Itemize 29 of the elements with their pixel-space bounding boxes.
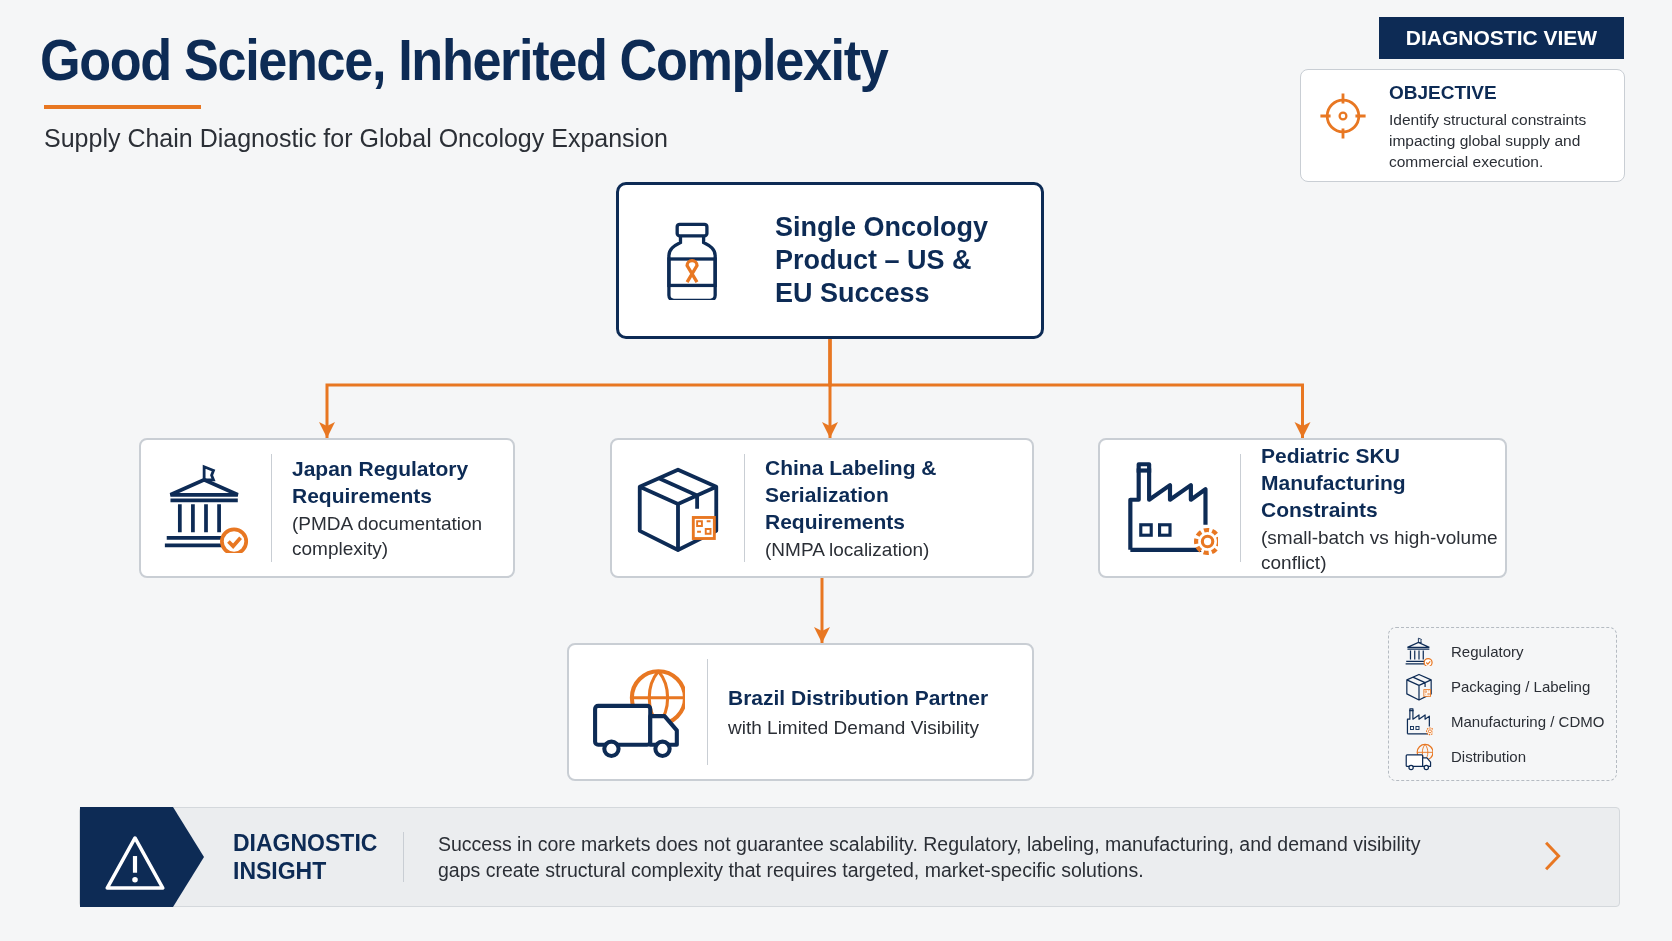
objective-card xyxy=(1300,69,1625,182)
legend-label: Distribution xyxy=(1451,748,1527,765)
card-text: Identify structural constraints impacting global supply and commercial execution. xyxy=(1389,110,1588,172)
node-subtitle: (PMDA documentation complexity) xyxy=(292,512,484,561)
process-box xyxy=(610,438,1034,578)
title: Good Science, Inherited Complexity xyxy=(40,26,888,93)
header-badge: DIAGNOSTIC VIEW xyxy=(1379,17,1624,59)
arrow xyxy=(814,578,830,643)
arrow xyxy=(828,339,1311,438)
node-subtitle: with Limited Demand Visibility xyxy=(728,716,980,740)
node-subtitle: (small-batch vs high-volume conflict) xyxy=(1261,525,1499,575)
banner-heading: DIAGNOSTIC INSIGHT xyxy=(233,829,379,885)
legend-label: Regulatory xyxy=(1451,643,1524,660)
process-box xyxy=(616,182,1044,339)
process-box xyxy=(567,643,1034,781)
node-title: China Labeling & Serialization Requirements xyxy=(765,455,938,535)
process-box xyxy=(139,438,515,578)
node-title: Brazil Distribution Partner xyxy=(728,685,990,711)
node-title: Pediatric SKU Manufacturing Constraints xyxy=(1261,442,1407,523)
card-heading: OBJECTIVE xyxy=(1389,81,1498,105)
node-title: Single Oncology Product – US & EU Success xyxy=(775,211,990,310)
banner-text: Success in core markets does not guarantee scalability. Regulatory, labeling, manufacturing, and demand visibility gaps create structural complexity that requires targeted, market-specific solutions. xyxy=(438,832,1422,883)
legend-label: Packaging / Labeling xyxy=(1451,678,1591,695)
process-box xyxy=(1098,438,1507,578)
insight-banner xyxy=(79,807,1620,907)
subtitle: Supply Chain Diagnostic for Global Oncology Expansion xyxy=(44,124,668,153)
legend-label: Manufacturing / CDMO xyxy=(1451,713,1605,730)
node-subtitle: (NMPA localization) xyxy=(765,538,931,562)
node-title: Japan Regulatory Requirements xyxy=(292,456,470,509)
